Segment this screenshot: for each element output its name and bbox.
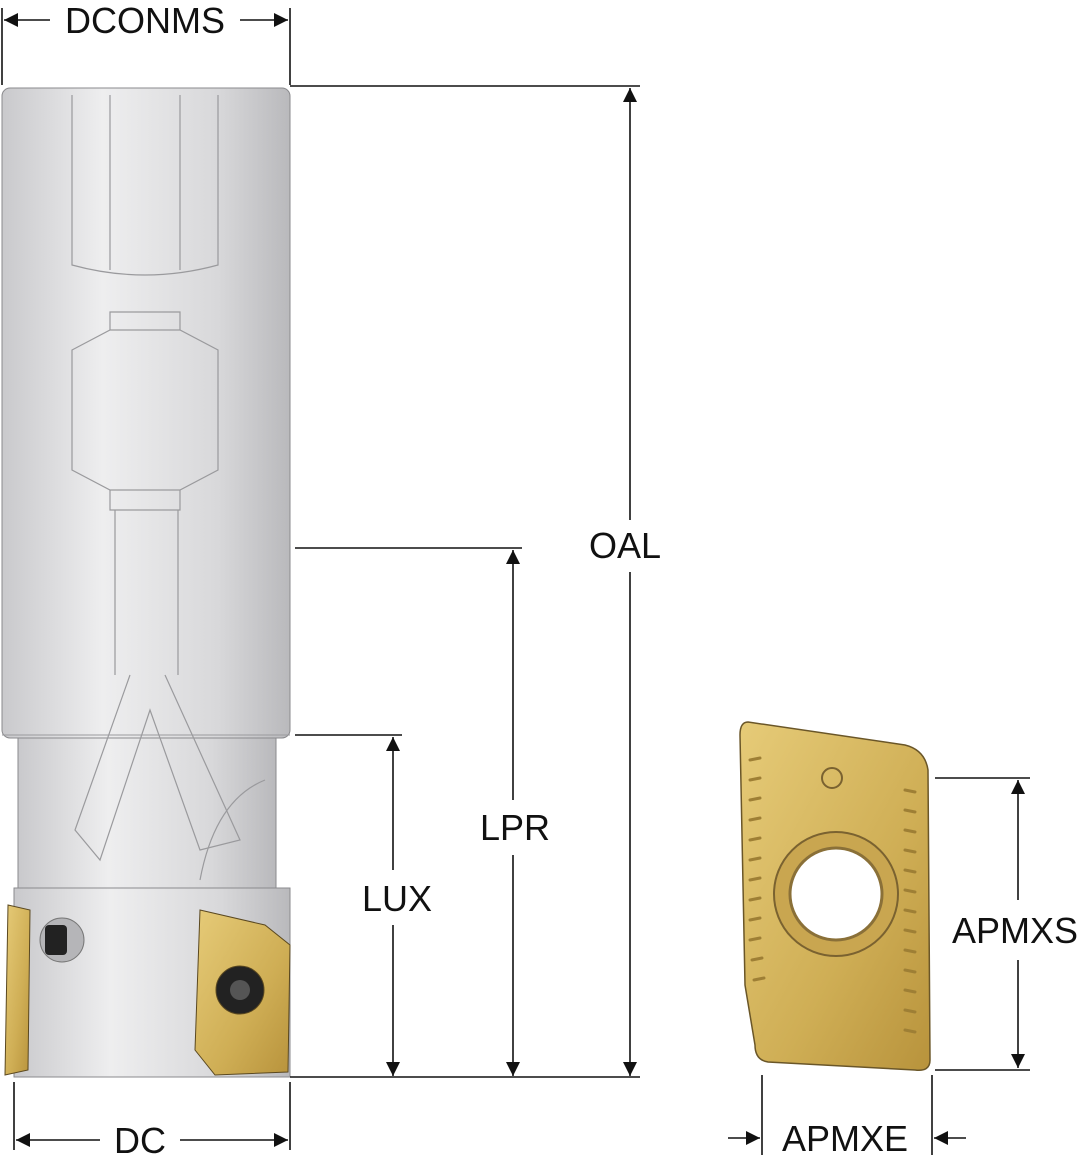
label-apmxe: APMXE [782,1118,908,1159]
label-dc: DC [114,1120,166,1161]
label-lux: LUX [362,878,432,919]
dimension-lines [1,8,1030,1155]
label-apmxs: APMXS [952,910,1078,951]
internal-coolant-channel-outline [71,95,266,881]
cutter-insert-left [4,904,31,1076]
label-oal: OAL [589,525,661,566]
label-lpr: LPR [480,807,550,848]
insert-detail [739,721,931,1072]
label-dconms: DCONMS [65,0,225,41]
screw-hole-icon [45,925,67,955]
